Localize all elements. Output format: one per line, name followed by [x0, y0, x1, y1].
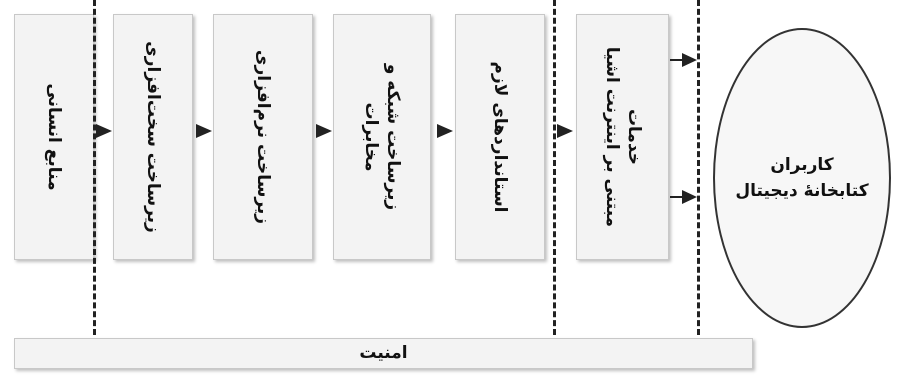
box-iot-services: خدمات مبتنی بر اینترنت اشیا [576, 14, 669, 260]
arrow-bottom-head [682, 190, 697, 204]
separator-line-1 [93, 0, 96, 335]
box-hardware-infrastructure: زیرساخت سخت‌افزاری [113, 14, 193, 260]
box-human-resources: منابع انسانی [14, 14, 94, 260]
box-standards: استانداردهای لازم [455, 14, 545, 260]
users-label: کاربران کتابخانهٔ دیجیتال [735, 155, 869, 201]
arrow-2 [196, 124, 212, 138]
arrow-4 [437, 124, 453, 138]
separator-line-2 [553, 0, 556, 335]
users-ellipse: کاربران کتابخانهٔ دیجیتال [713, 28, 891, 328]
box-network-infrastructure: زیرساخت شبکه و مخابرات [333, 14, 431, 260]
arrow-3 [316, 124, 332, 138]
arrow-5 [557, 124, 573, 138]
box-software-infrastructure: زیرساخت نرم‌افزاری [213, 14, 313, 260]
separator-line-3 [697, 0, 700, 335]
security-bar: امنیت [14, 338, 753, 369]
arrow-top-head [682, 53, 697, 67]
arrow-1 [96, 124, 112, 138]
